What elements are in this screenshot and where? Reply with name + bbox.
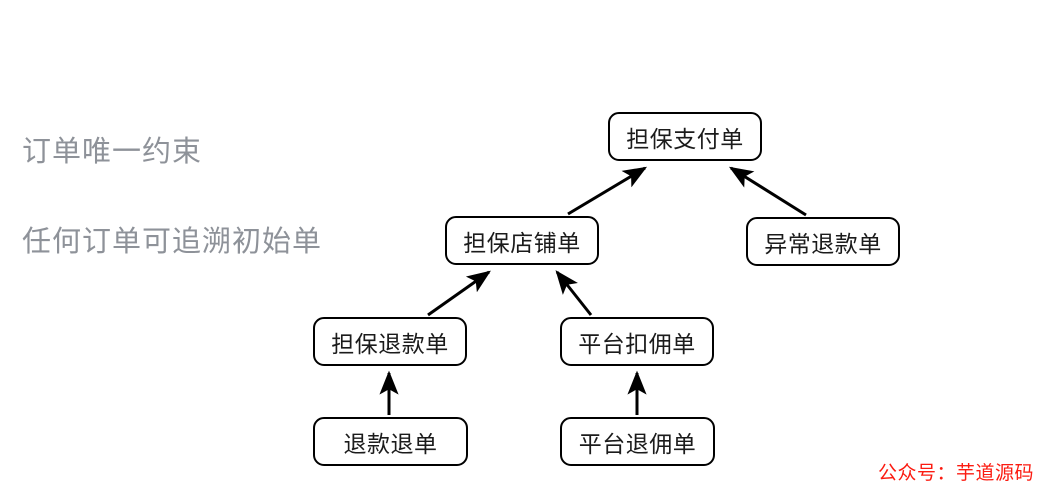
node-guarantee-refund-order[interactable]: 担保退款单 — [313, 317, 467, 366]
node-guarantee-payment-order[interactable]: 担保支付单 — [608, 112, 762, 161]
annotation-order-unique-constraint: 订单唯一约束 — [22, 136, 203, 168]
annotation-order-traceable: 任何订单可追溯初始单 — [22, 226, 323, 258]
node-platform-commission-refund-order[interactable]: 平台退佣单 — [560, 417, 715, 466]
edge-shop-to-payment — [567, 166, 648, 216]
edge-abnormal-refund-to-payment — [728, 166, 807, 217]
node-abnormal-refund-order[interactable]: 异常退款单 — [746, 217, 900, 266]
node-guarantee-shop-order[interactable]: 担保店铺单 — [445, 216, 599, 265]
node-platform-commission-order[interactable]: 平台扣佣单 — [560, 317, 714, 366]
watermark-text: 公众号：芋道源码 — [877, 463, 1034, 484]
node-refund-cancel-order[interactable]: 退款退单 — [313, 417, 468, 466]
edge-commission-to-shop — [555, 270, 593, 316]
edge-guarantee-refund-to-shop — [427, 270, 491, 317]
